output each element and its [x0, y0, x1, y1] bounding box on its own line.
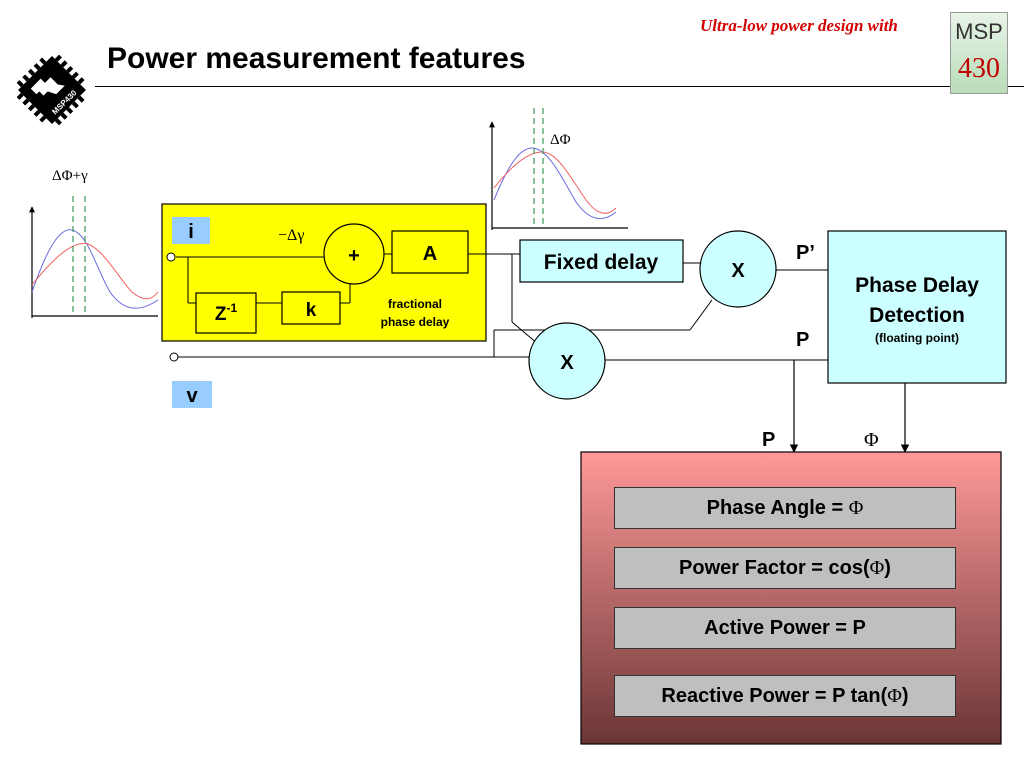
wave-blue-left: [31, 229, 159, 309]
header-divider: [95, 86, 1024, 87]
input-v-label-box: [172, 381, 212, 408]
header-brand-text: Ultra-low power design with: [700, 16, 898, 35]
reactive-power-close: ): [901, 684, 909, 707]
multiplier-bottom-label: X: [560, 352, 574, 374]
multiplier-top: [699, 230, 777, 308]
badge-line-1: MSP: [955, 19, 1003, 44]
input-i-label: i: [188, 221, 194, 243]
minus-delta-gamma-label: −Δγ: [278, 227, 304, 244]
reactive-power-text: Reactive Power = P tan(: [661, 684, 888, 707]
input-terminal-i: [166, 252, 176, 262]
input-terminal-v: [169, 352, 179, 362]
phase-detect-line2: Detection: [869, 304, 965, 327]
multiplier-bottom: [528, 322, 606, 400]
phase-angle-symbol: Φ: [848, 496, 864, 519]
input-i-label-box: [172, 217, 210, 244]
page-title: Power measurement features: [107, 42, 526, 75]
fixed-delay-label: Fixed delay: [544, 251, 659, 274]
fixed-delay-box: [519, 239, 684, 283]
phase-detect-line3: (floating point): [875, 331, 959, 345]
msp430-badge: MSP 430: [950, 12, 1008, 94]
wave-blue-top: [493, 147, 617, 220]
z-inverse-exponent: -1: [226, 301, 237, 315]
fractional-label-line1: fractional: [388, 297, 442, 311]
phase-angle-text: Phase Angle =: [706, 496, 844, 519]
power-factor-symbol: Φ: [869, 556, 885, 579]
p-label-right: P: [796, 329, 809, 351]
p-label-arrow: P: [762, 429, 775, 451]
waveform-plot-top: [489, 108, 628, 230]
summing-junction-symbol: +: [348, 245, 360, 267]
power-factor-close: ): [884, 556, 891, 579]
badge-line-2: 430: [958, 53, 1000, 84]
active-power-result: Active Power = P: [614, 607, 956, 649]
phase-delay-detection-box: [827, 230, 1007, 384]
p-prime-label: P’: [796, 242, 815, 264]
reactive-power-symbol: Φ: [887, 684, 902, 707]
wave-red-top: [493, 151, 617, 214]
z-inverse-block: [195, 292, 257, 334]
z-inverse-label: Z: [215, 304, 227, 325]
input-v-label: v: [186, 385, 198, 407]
power-factor-text: Power Factor = cos(: [679, 556, 870, 579]
waveform-plot-left: [29, 196, 159, 318]
summing-junction: [323, 223, 385, 285]
multiplier-top-label: X: [731, 260, 745, 282]
phi-label-arrow: Φ: [864, 429, 879, 451]
waveform-top-label: ΔΦ: [550, 132, 571, 148]
active-power-text: Active Power = P: [704, 616, 866, 639]
wave-red-left: [31, 243, 159, 300]
fractional-label-line2: phase delay: [381, 315, 450, 329]
gain-k-label: k: [306, 300, 317, 321]
gain-a-label: A: [423, 243, 437, 265]
svg-text:Z-1: Z-1: [215, 301, 238, 325]
phase-detect-line1: Phase Delay: [855, 274, 979, 297]
gain-a-block: [391, 230, 469, 274]
reactive-power-result: Reactive Power = P tan(Φ): [614, 675, 956, 717]
msp430-chip-logo: MSP430: [16, 54, 86, 126]
gain-k-block: [281, 291, 341, 325]
phase-angle-result: Phase Angle = Φ: [614, 487, 956, 529]
waveform-left-label: ΔΦ+γ: [52, 168, 88, 184]
power-factor-result: Power Factor = cos(Φ): [614, 547, 956, 589]
